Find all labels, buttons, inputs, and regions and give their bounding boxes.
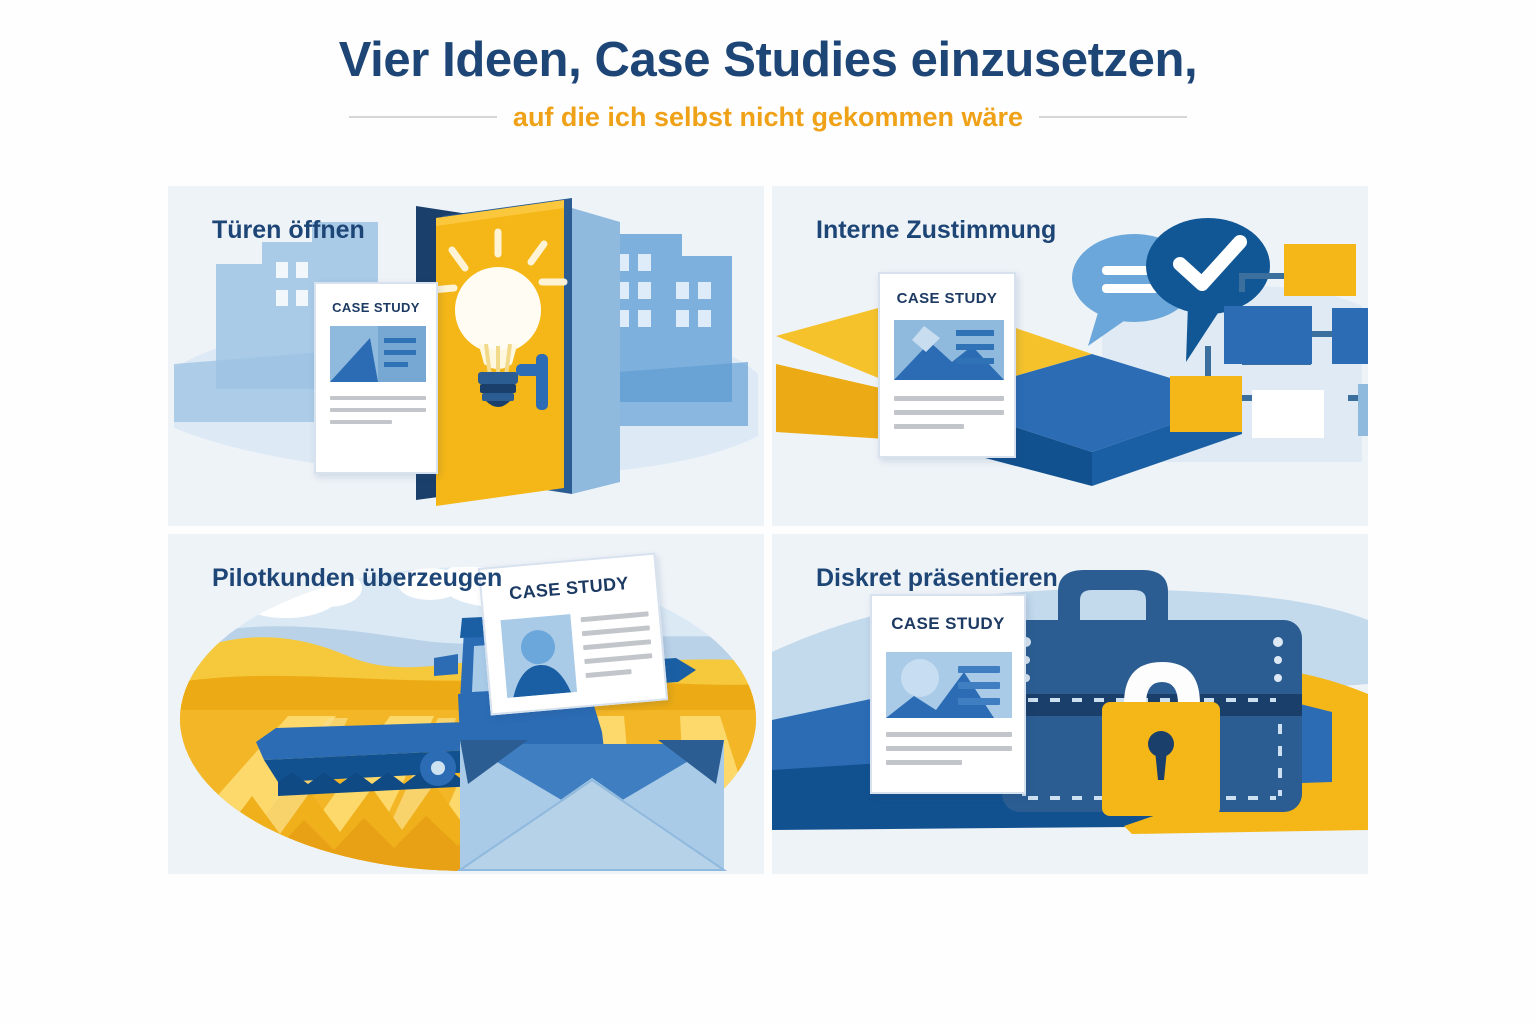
panel-grid: Türen öffnen [168, 186, 1368, 874]
doc-text-line [886, 732, 1012, 737]
rule-right [1039, 116, 1188, 119]
poster-header: Vier Ideen, Case Studies einzusetzen, au… [0, 33, 1536, 133]
panel-tueren-oeffnen[interactable]: Türen öffnen [168, 186, 764, 526]
doc-text-line [894, 424, 964, 429]
case-study-document-3[interactable]: CASE STUDY [477, 552, 669, 716]
doc-text-line [894, 410, 1004, 415]
illustration-internal-approval: CASE STUDY [772, 186, 1368, 526]
panel-title-2: Interne Zustimmung [816, 216, 1057, 244]
case-study-document-1[interactable]: CASE STUDY [314, 282, 438, 474]
light-rays [428, 228, 568, 294]
doc-text-line [886, 760, 962, 765]
case-study-document-4[interactable]: CASE STUDY [870, 594, 1026, 794]
case-study-document-2[interactable]: CASE STUDY [878, 272, 1016, 458]
page-title: Vier Ideen, Case Studies einzusetzen, [338, 33, 1198, 87]
doc-text-line [330, 396, 426, 400]
page-subtitle: auf die ich selbst nicht gekommen wäre [512, 101, 1024, 132]
door-handle-icon [516, 354, 548, 410]
illustration-open-door: CASE STUDY [168, 186, 764, 526]
panel-interne-zustimmung[interactable]: Interne Zustimmung [772, 186, 1368, 526]
panel-title-3: Pilotkunden überzeugen [212, 564, 503, 592]
org-box-blue-right [1332, 308, 1368, 364]
doc-text-line [330, 408, 426, 412]
doc-thumbnail-2 [894, 320, 1004, 380]
panel-title-1: Türen öffnen [212, 216, 365, 244]
doc-thumbnail-1 [330, 326, 426, 382]
org-box-light [1358, 384, 1368, 436]
subtitle-row: auf die ich selbst nicht gekommen wäre [0, 102, 1536, 133]
doc-title-2: CASE STUDY [896, 290, 998, 307]
org-box-yellow-bottom [1170, 376, 1242, 432]
illustration-briefcase-lock: CASE STUDY [772, 534, 1368, 874]
org-chart-boxes [1170, 244, 1368, 438]
org-box-blue-left [1224, 306, 1312, 364]
doc-text-line [894, 396, 1004, 401]
doc-title-1: CASE STUDY [332, 300, 420, 315]
org-box-yellow-top [1284, 244, 1356, 296]
rule-left [348, 116, 497, 119]
doc-text-line [330, 420, 392, 424]
panel-title-4: Diskret präsentieren [816, 564, 1058, 592]
doc-thumbnail-4 [886, 652, 1012, 718]
panel-pilotkunden-ueberzeugen[interactable]: Pilotkunden überzeugen [168, 534, 764, 874]
doc-title-4: CASE STUDY [891, 614, 1005, 633]
doc-avatar-3 [500, 614, 578, 698]
org-box-white [1252, 390, 1324, 438]
lightbulb-icon [455, 267, 541, 407]
padlock-icon [1102, 662, 1220, 816]
doc-text-line [886, 746, 1012, 751]
briefcase-icon [1002, 570, 1302, 816]
panel-diskret-praesentieren[interactable]: Diskret präsentieren [772, 534, 1368, 874]
illustration-harvester-envelope: CASE STUDY [168, 534, 764, 874]
